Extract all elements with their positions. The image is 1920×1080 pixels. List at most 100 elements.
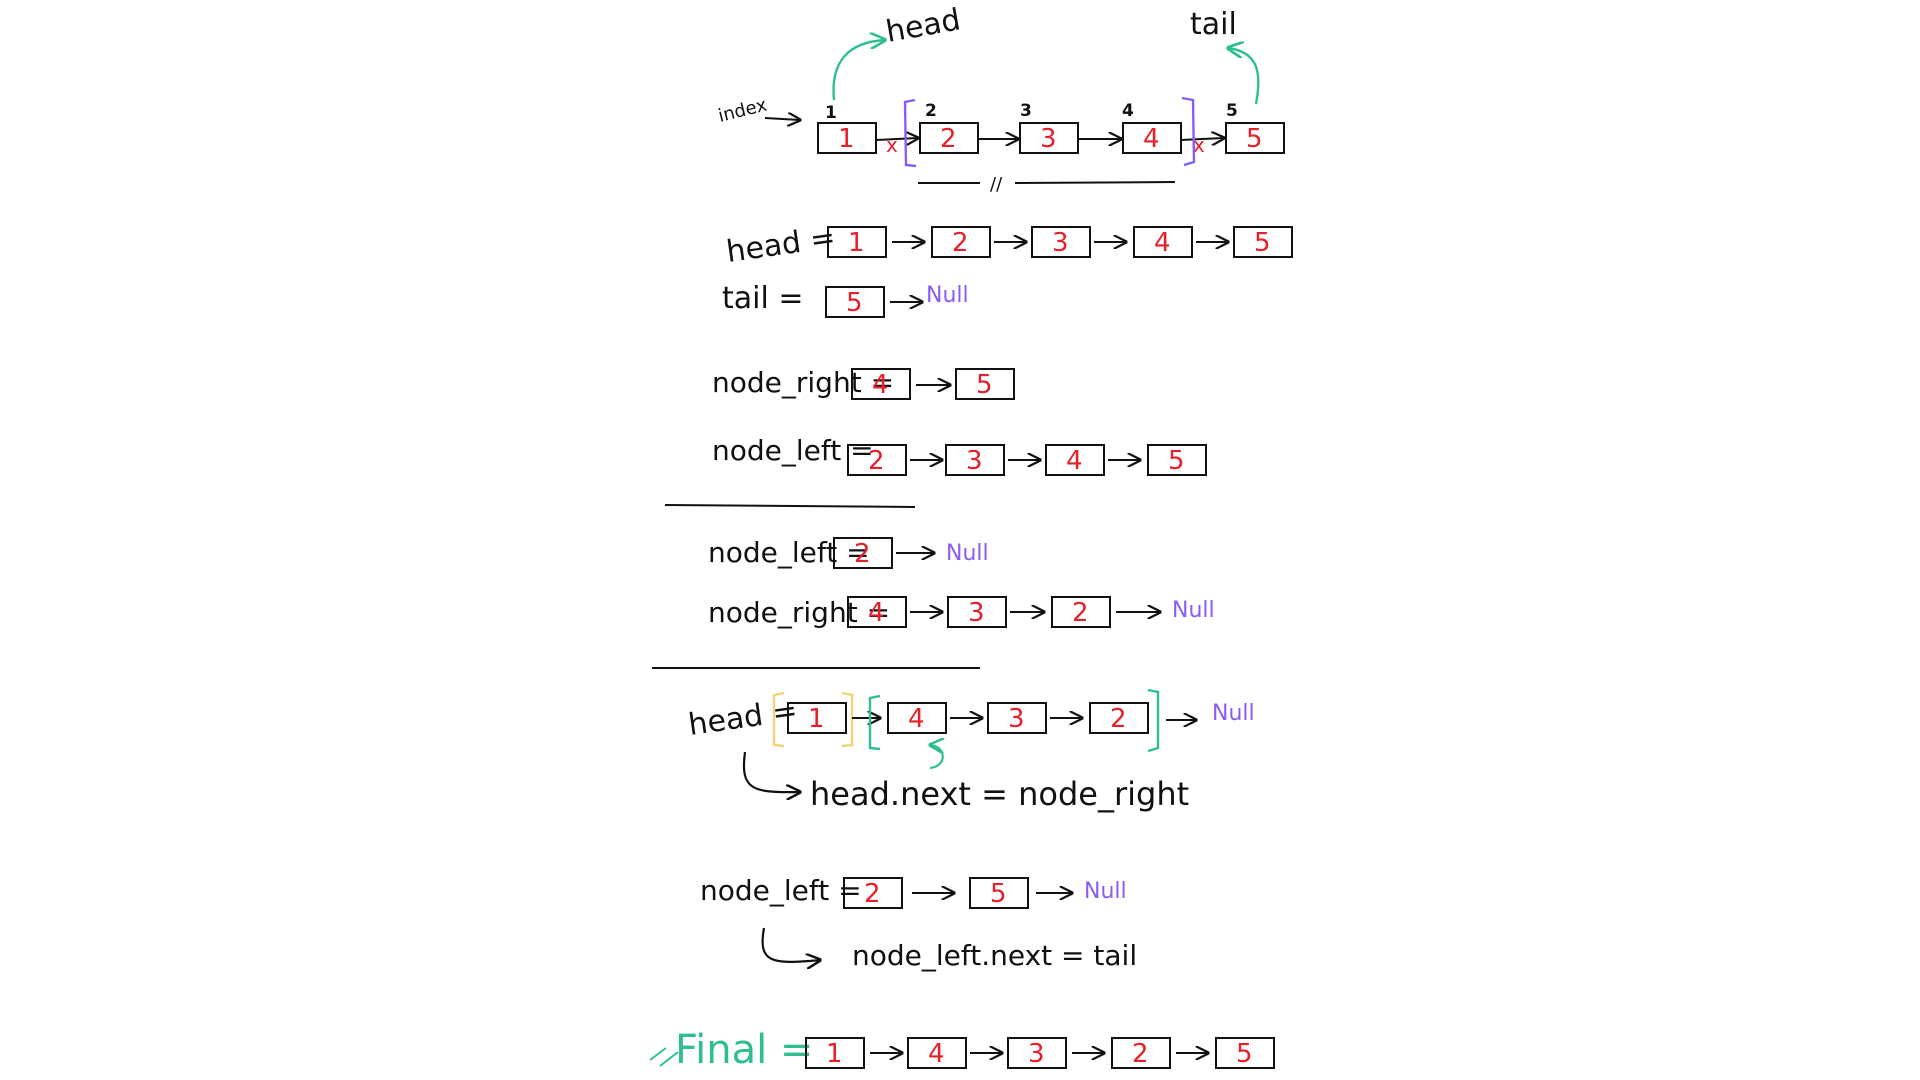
tail-pointer-label: tail <box>1190 7 1237 42</box>
row-node-left-3-node-2: 5 <box>969 877 1029 909</box>
row-node-right-2-node-2: 3 <box>947 596 1007 628</box>
svg-text:2: 2 <box>868 446 885 476</box>
row-node-right-1: node_right = 4 5 <box>712 366 1015 400</box>
row-node-right-1-node-1: 4 <box>851 368 911 400</box>
svg-text:1: 1 <box>808 704 825 734</box>
row-node-left-1-node-2: 3 <box>945 444 1005 476</box>
row-node-left-1-label: node_left = <box>712 434 874 467</box>
top-node-4-value: 4 <box>1143 124 1160 154</box>
top-link-4-5 <box>1180 138 1224 140</box>
svg-text:1: 1 <box>826 1039 843 1069</box>
row-node-right-1-node-2: 5 <box>955 368 1015 400</box>
svg-text:2: 2 <box>1110 704 1127 734</box>
svg-text:2: 2 <box>854 539 871 569</box>
top-row: index 1 2 3 4 5 head tail 1 2 3 4 <box>716 2 1285 195</box>
row-node-left-1-node-3: 4 <box>1045 444 1105 476</box>
row-node-left-1-node-1: 2 <box>847 444 907 476</box>
row-tail-label: tail = <box>722 281 804 316</box>
svg-text:2: 2 <box>1132 1039 1149 1069</box>
row-head: head = 1 2 3 4 5 <box>724 220 1293 270</box>
svg-text:5: 5 <box>846 288 863 318</box>
row-node-left-1: node_left = 2 3 4 5 <box>712 434 1207 476</box>
tail-pointer-arrow <box>1228 48 1260 105</box>
green-bracket-left <box>868 694 881 751</box>
top-node-4: 4 <box>1122 122 1182 154</box>
cut-mark-left: x <box>886 133 898 157</box>
purple-bracket-left <box>903 98 917 168</box>
yellow-bracket-left <box>772 691 785 748</box>
row-head-node-3: 3 <box>1031 226 1091 258</box>
row-node-left-3-label: node_left = <box>700 874 862 907</box>
row-head-2-node-2: 4 <box>887 702 947 734</box>
top-node-5-value: 5 <box>1246 124 1263 154</box>
row-node-left-2-label: node_left = <box>708 536 870 569</box>
top-node-5: 5 <box>1225 122 1285 154</box>
row-head-node-4: 4 <box>1133 226 1193 258</box>
yellow-bracket-right <box>841 691 854 748</box>
row-head-2-label: head = <box>686 693 799 743</box>
separator-line-1 <box>664 504 916 508</box>
top-node-3-value: 3 <box>1040 124 1057 154</box>
row-final-node-5: 5 <box>1215 1037 1275 1069</box>
row-final-node-3: 3 <box>1007 1037 1067 1069</box>
svg-text:3: 3 <box>966 446 983 476</box>
row-node-left-3-null: Null <box>1084 879 1127 904</box>
svg-text:5: 5 <box>1168 446 1185 476</box>
svg-text:3: 3 <box>1028 1039 1045 1069</box>
row-head-node-2: 2 <box>931 226 991 258</box>
head-pointer-arrow <box>832 40 885 101</box>
index-3: 3 <box>1020 101 1032 121</box>
svg-text:1: 1 <box>848 228 865 258</box>
top-node-2-value: 2 <box>940 124 957 154</box>
row-tail-node-1: 5 <box>825 286 885 318</box>
row-node-right-2-label: node_right = <box>708 596 890 629</box>
svg-text:2: 2 <box>1072 598 1089 628</box>
equal-line-right <box>1014 181 1176 184</box>
row-tail: tail = 5 Null <box>722 281 969 318</box>
row-node-right-2: node_right = 4 3 2 Null <box>708 596 1215 629</box>
top-node-2: 2 <box>919 122 979 154</box>
row-head-node-5: 5 <box>1233 226 1293 258</box>
index-1: 1 <box>825 103 837 123</box>
row-node-right-2-node-1: 4 <box>847 596 907 628</box>
row-final-node-1: 1 <box>805 1037 865 1069</box>
top-node-1: 1 <box>817 122 877 154</box>
green-bracket-right <box>1147 688 1160 753</box>
index-arrow <box>764 118 800 120</box>
row-final-node-2: 4 <box>907 1037 967 1069</box>
svg-text:5: 5 <box>1254 228 1271 258</box>
purple-bracket-right <box>1181 96 1196 167</box>
svg-text:4: 4 <box>868 598 885 628</box>
row-node-left-1-node-4: 5 <box>1147 444 1207 476</box>
row-node-left-3-node-1: 2 <box>843 877 903 909</box>
row-head-2-null: Null <box>1212 701 1255 726</box>
row-node-left-2: node_left = 2 Null <box>708 536 989 569</box>
row-tail-null: Null <box>926 283 969 308</box>
row-final: Final = 1 4 3 2 5 <box>649 1027 1275 1073</box>
row-node-left-2-null: Null <box>946 541 989 566</box>
svg-text:3: 3 <box>968 598 985 628</box>
final-tick-marks <box>649 1047 679 1067</box>
svg-text:4: 4 <box>1066 446 1083 476</box>
green-curl-arrow <box>930 745 943 770</box>
row-node-left-3: node_left = 2 5 Null node_left.next = ta… <box>700 874 1137 972</box>
equal-mark: // <box>990 174 1003 195</box>
node-left-next-arrow <box>761 927 820 962</box>
row-node-right-2-null: Null <box>1172 598 1215 623</box>
top-node-1-value: 1 <box>838 124 855 154</box>
row-head-label: head = <box>724 220 837 270</box>
row-head-2-node-4: 2 <box>1089 702 1149 734</box>
note-head-next: head.next = node_right <box>810 775 1189 813</box>
index-4: 4 <box>1122 101 1134 121</box>
row-final-label: Final = <box>675 1027 813 1073</box>
svg-text:4: 4 <box>908 704 925 734</box>
row-node-right-2-node-3: 2 <box>1051 596 1111 628</box>
row-final-node-4: 2 <box>1111 1037 1171 1069</box>
row-node-right-1-label: node_right = <box>712 366 894 399</box>
index-5: 5 <box>1226 101 1238 121</box>
cut-mark-right: x <box>1193 133 1205 157</box>
svg-text:2: 2 <box>864 879 881 909</box>
row-head-2-node-1: 1 <box>787 702 847 734</box>
svg-text:3: 3 <box>1008 704 1025 734</box>
